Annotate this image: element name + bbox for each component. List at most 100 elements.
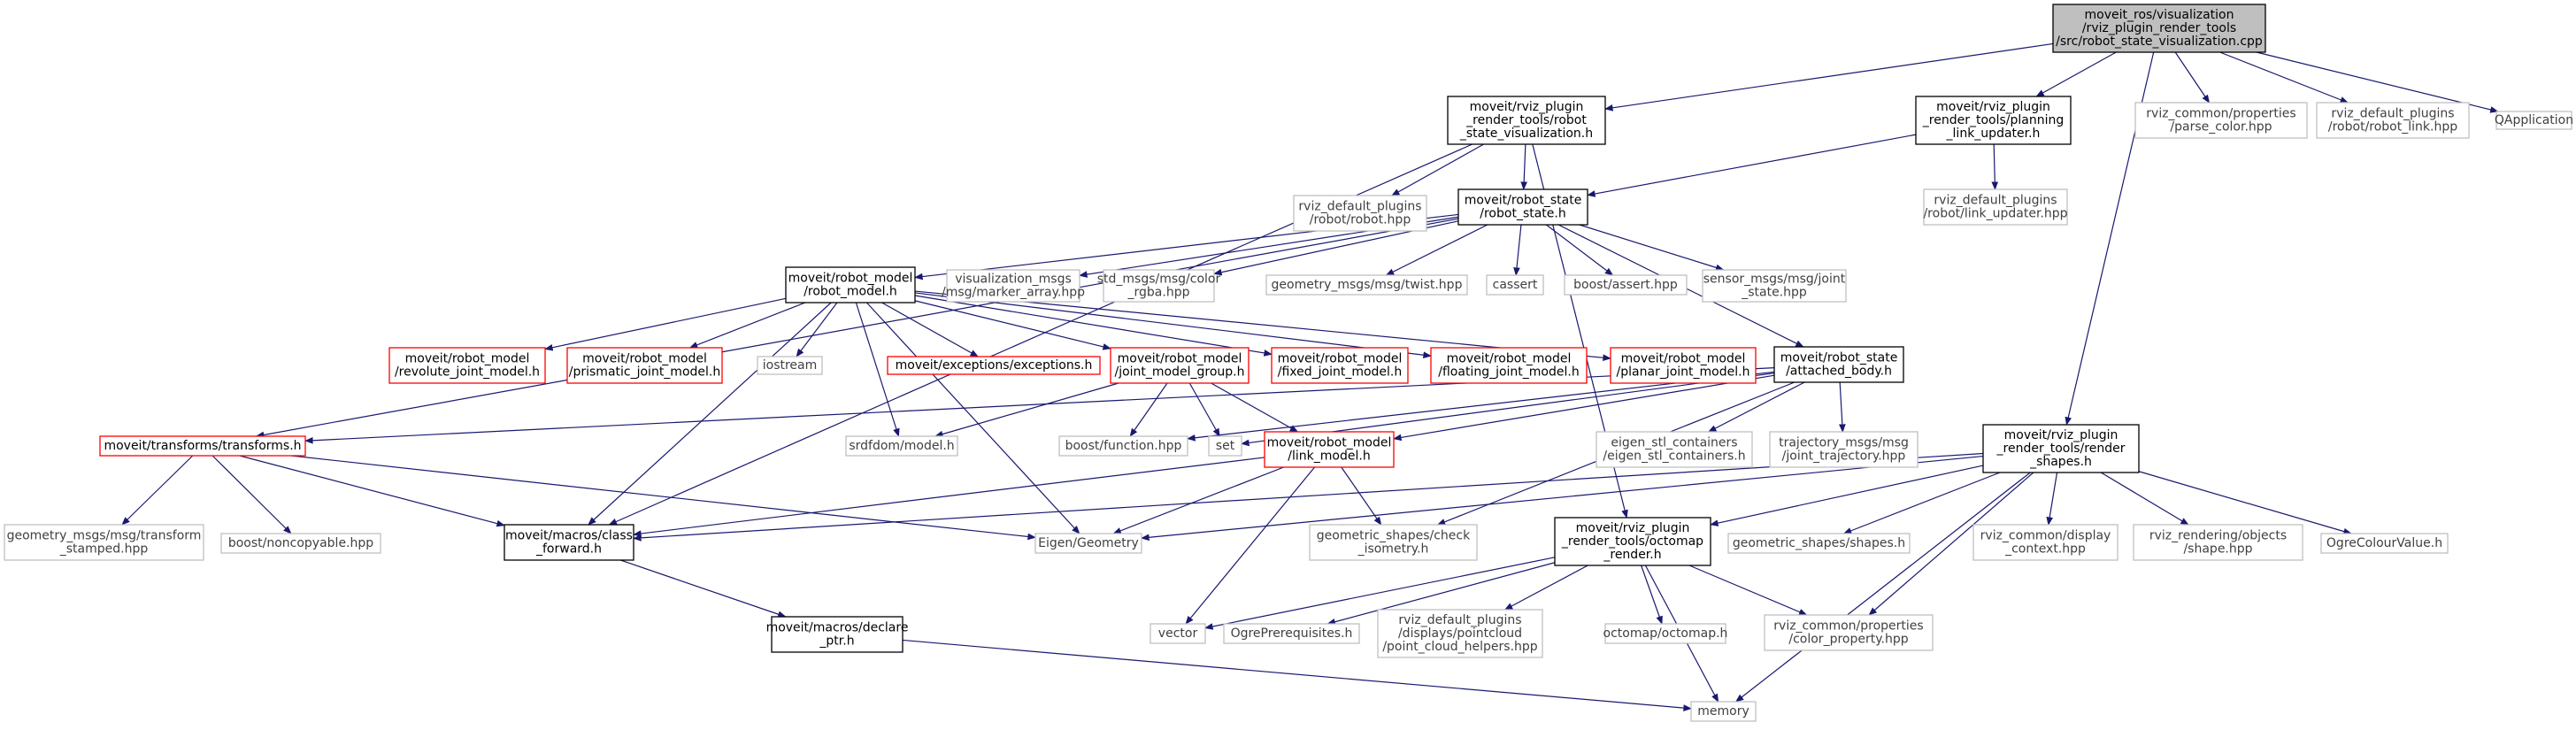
node-iostream: iostream — [757, 356, 823, 375]
edge-rshapes-to-memory — [1734, 472, 2031, 703]
node-label-linkm: moveit/robot_model — [1267, 436, 1392, 450]
node-label-revolute: /revolute_joint_model.h — [395, 365, 540, 380]
node-transforms[interactable]: moveit/transforms/transforms.h — [99, 435, 306, 457]
node-label-cassert: cassert — [1493, 278, 1538, 292]
node-linkm[interactable]: moveit/robot_model/link_model.h — [1264, 431, 1395, 468]
node-box-rshapes — [1982, 424, 2140, 473]
edge-rmodel-to-prismatic — [688, 302, 806, 349]
node-revolute[interactable]: moveit/robot_model/revolute_joint_model.… — [388, 347, 546, 384]
node-box-traj — [1769, 431, 1919, 468]
node-label-floating: /floating_joint_model.h — [1438, 365, 1579, 380]
edge-octrender-to-colorprop — [1688, 565, 1808, 616]
node-label-parse: /parse_color.hpp — [2170, 120, 2272, 134]
node-classfwd[interactable]: moveit/macros/class_forward.h — [504, 524, 634, 561]
node-label-prismatic: /prismatic_joint_model.h — [569, 365, 720, 380]
edge-transforms-to-classfwd — [239, 455, 505, 527]
node-rstate[interactable]: moveit/robot_state/robot_state.h — [1457, 188, 1588, 226]
node-srdf: srdfdom/model.h — [845, 435, 958, 457]
node-jmg[interactable]: moveit/robot_model/joint_model_group.h — [1110, 347, 1250, 384]
node-label-octrender: _render.h — [1603, 548, 1661, 562]
edge-linkm-to-eigeng — [1112, 466, 1284, 534]
node-bassert: boost/assert.hpp — [1564, 274, 1688, 296]
node-box-srdf — [845, 435, 958, 457]
node-label-rlink: rviz_default_plugins — [2331, 107, 2454, 121]
node-label-pchelp: rviz_default_plugins — [1398, 613, 1521, 627]
node-gshapes: geometric_shapes/shapes.h — [1727, 533, 1911, 554]
node-rsv[interactable]: moveit/rviz_plugin_render_tools/robot_st… — [1447, 96, 1606, 145]
node-label-rsv: _state_visualization.h — [1459, 127, 1593, 141]
node-label-attached: /attached_body.h — [1786, 365, 1892, 379]
node-prismatic[interactable]: moveit/robot_model/prismatic_joint_model… — [566, 347, 723, 384]
edge-rshapes-to-shapehpp — [2100, 472, 2189, 526]
node-plu[interactable]: moveit/rviz_plugin_render_tools/planning… — [1915, 96, 2072, 145]
node-fixed[interactable]: moveit/robot_model/fixed_joint_model.h — [1271, 347, 1409, 384]
edge-rmodel-to-floating — [914, 292, 1432, 358]
node-traj: trajectory_msgs/msg/joint_trajectory.hpp — [1769, 431, 1919, 468]
edge-rshapes-to-octrender — [1710, 465, 1984, 526]
edge-rstate-to-bassert — [1546, 224, 1614, 276]
node-label-bassert: boost/assert.hpp — [1573, 278, 1678, 292]
node-box-jstate — [1702, 269, 1847, 303]
node-box-root — [2052, 4, 2266, 53]
node-label-gtrans: geometry_msgs/msg/transform — [7, 529, 202, 543]
node-planar[interactable]: moveit/robot_model/planar_joint_model.h — [1610, 347, 1757, 384]
node-label-lupd: /robot/link_updater.hpp — [1923, 207, 2067, 221]
node-box-attached — [1773, 346, 1904, 383]
node-label-rgba: _rgba.hpp — [1127, 286, 1190, 300]
node-declptr[interactable]: moveit/macros/declare_ptr.h — [766, 616, 909, 653]
node-ogrepre: OgrePrerequisites.h — [1223, 623, 1360, 644]
node-rmodel[interactable]: moveit/robot_model/robot_model.h — [785, 266, 916, 304]
node-box-exc — [887, 356, 1101, 375]
node-floating[interactable]: moveit/robot_model/floating_joint_model.… — [1430, 347, 1588, 384]
node-box-bassert — [1564, 274, 1688, 296]
node-rlink: rviz_default_plugins/robot/robot_link.hp… — [2316, 102, 2470, 139]
node-box-rrobot — [1293, 195, 1427, 232]
node-label-fixed: /fixed_joint_model.h — [1278, 365, 1403, 380]
node-vmsgs: visualization_msgs/msg/marker_array.hpp — [942, 269, 1085, 303]
node-label-colorprop: /color_property.hpp — [1788, 633, 1908, 647]
edge-root-to-qapp — [2256, 51, 2499, 113]
node-box-qapp — [2495, 111, 2572, 130]
edge-rmodel-to-jmg — [914, 300, 1111, 350]
edge-rstate-to-twist — [1385, 224, 1488, 276]
node-box-twist — [1265, 274, 1468, 296]
edge-root-to-plu — [2035, 51, 2117, 97]
node-label-checkiso: _isometry.h — [1357, 542, 1429, 557]
node-label-rrobot: /robot/robot.hpp — [1310, 213, 1411, 227]
node-label-set: set — [1216, 439, 1235, 453]
node-label-attached: moveit/robot_state — [1780, 351, 1898, 365]
edge-rshapes-to-ogrecolour — [2138, 471, 2352, 535]
edge-rsv-to-rrobot — [1390, 143, 1484, 196]
edge-attached-to-eigenstl — [1707, 381, 1805, 433]
node-label-plu: _link_updater.h — [1946, 127, 2041, 141]
edge-transforms-to-noncopy — [211, 455, 292, 534]
node-box-shapehpp — [2133, 524, 2303, 561]
edge-attached-to-linkm — [1393, 374, 1775, 442]
edge-rmodel-to-iostream — [796, 302, 838, 357]
edge-rshapes-to-eigeng — [1141, 455, 1984, 542]
edge-jmg-to-bfunc — [1129, 382, 1168, 437]
node-label-vmsgs: visualization_msgs — [955, 273, 1072, 287]
edge-rstate-to-transforms — [255, 218, 1459, 439]
node-qapp: QApplication — [2495, 111, 2573, 130]
node-box-planar — [1610, 347, 1757, 384]
node-label-memory: memory — [1697, 704, 1749, 718]
node-label-gshapes: geometric_shapes/shapes.h — [1733, 536, 1905, 550]
node-exc[interactable]: moveit/exceptions/exceptions.h — [887, 356, 1101, 375]
edge-octrender-to-vector — [1204, 557, 1556, 630]
node-box-revolute — [388, 347, 546, 384]
node-attached[interactable]: moveit/robot_state/attached_body.h — [1773, 346, 1904, 383]
node-rshapes[interactable]: moveit/rviz_plugin_render_tools/render_s… — [1982, 424, 2140, 473]
node-root[interactable]: moveit_ros/visualization/rviz_plugin_ren… — [2052, 4, 2266, 53]
node-lupd: rviz_default_plugins/robot/link_updater.… — [1923, 188, 2068, 226]
node-label-octrender: _render_tools/octomap — [1561, 534, 1703, 549]
node-label-root: moveit_ros/visualization — [2085, 8, 2234, 22]
edge-rshapes-to-colorprop — [1868, 472, 2034, 616]
node-octrender[interactable]: moveit/rviz_plugin_render_tools/octomap_… — [1554, 517, 1711, 566]
node-box-rlink — [2316, 102, 2470, 139]
edge-octrender-to-ogrepre — [1326, 562, 1556, 626]
node-label-fixed: moveit/robot_model — [1278, 352, 1403, 366]
edge-rmodel-to-exc — [881, 302, 980, 357]
node-box-vector — [1150, 623, 1206, 644]
